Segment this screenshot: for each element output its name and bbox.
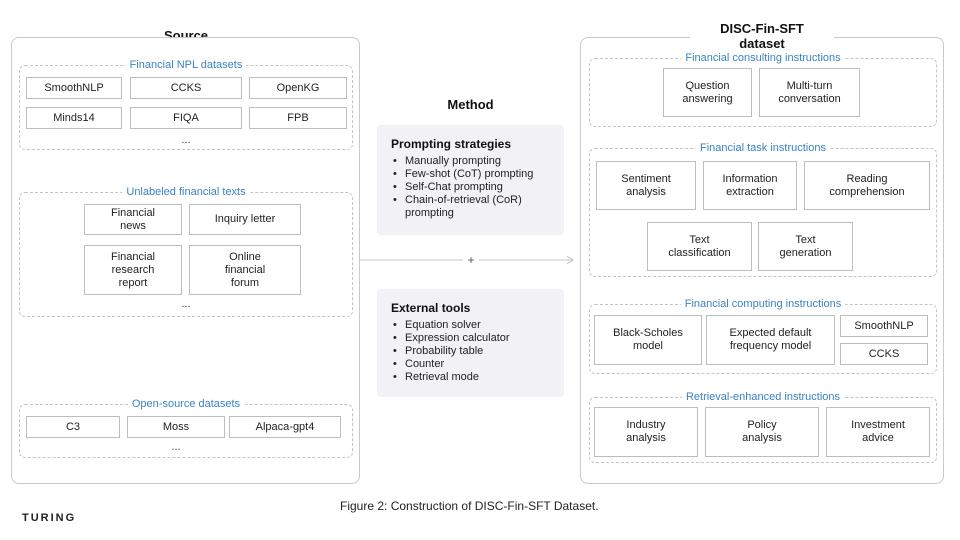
npl-datasets-group: Financial NPL datasets xyxy=(19,59,353,150)
dataset-item-black-scholes: Black-Scholes model xyxy=(594,315,702,365)
source-item-research-report: Financial research report xyxy=(84,245,182,295)
source-item-fiqa: FIQA xyxy=(130,107,242,129)
tool-item: Expression calculator xyxy=(391,332,550,345)
external-tools-title: External tools xyxy=(391,301,471,315)
unlabeled-texts-title: Unlabeled financial texts xyxy=(122,186,250,198)
dataset-title: DISC-Fin-SFT dataset xyxy=(690,21,834,51)
prompting-item: Few-shot (CoT) prompting xyxy=(391,168,550,181)
open-source-group: Open-source datasets xyxy=(19,398,353,458)
source-item-smoothnlp: SmoothNLP xyxy=(26,77,122,99)
dataset-item-multi-turn-conversation: Multi-turn conversation xyxy=(759,68,860,117)
retrieval-title: Retrieval-enhanced instructions xyxy=(681,391,845,403)
dataset-item-smoothnlp: SmoothNLP xyxy=(840,315,928,337)
prompting-strategies-title: Prompting strategies xyxy=(391,137,512,151)
open-source-more: ... xyxy=(171,441,181,453)
source-item-online-forum: Online financial forum xyxy=(189,245,301,295)
consulting-group: Financial consulting instructions xyxy=(589,52,937,127)
prompting-item: Manually prompting xyxy=(391,155,550,168)
figure-caption: Figure 2: Construction of DISC-Fin-SFT D… xyxy=(340,499,599,513)
dataset-item-information-extraction: Information extraction xyxy=(703,161,797,210)
external-tools-card: External tools Equation solver Expressio… xyxy=(377,289,564,397)
dataset-item-text-classification: Text classification xyxy=(647,222,752,271)
prompting-strategies-card: Prompting strategies Manually prompting … xyxy=(377,125,564,235)
prompting-strategies-list: Manually prompting Few-shot (CoT) prompt… xyxy=(391,155,550,220)
tool-item: Equation solver xyxy=(391,319,550,332)
source-item-financial-news: Financial news xyxy=(84,204,182,235)
source-item-minds14: Minds14 xyxy=(26,107,122,129)
dataset-item-industry-analysis: Industry analysis xyxy=(594,407,698,457)
prompting-item: Self-Chat prompting xyxy=(391,181,550,194)
dataset-item-policy-analysis: Policy analysis xyxy=(705,407,819,457)
plus-sign: + xyxy=(463,252,479,268)
npl-datasets-title: Financial NPL datasets xyxy=(125,59,247,71)
source-item-openkg: OpenKG xyxy=(249,77,347,99)
tool-item: Probability table xyxy=(391,345,550,358)
consulting-title: Financial consulting instructions xyxy=(681,52,845,64)
source-item-ccks: CCKS xyxy=(130,77,242,99)
source-item-moss: Moss xyxy=(127,416,225,438)
computing-group: Financial computing instructions xyxy=(589,298,937,374)
source-item-alpaca-gpt4: Alpaca-gpt4 xyxy=(229,416,341,438)
npl-more: ... xyxy=(181,134,191,146)
dataset-item-text-generation: Text generation xyxy=(758,222,853,271)
tool-item: Counter xyxy=(391,358,550,371)
dataset-item-ccks: CCKS xyxy=(840,343,928,365)
dataset-item-investment-advice: Investment advice xyxy=(826,407,930,457)
unlabeled-more: ... xyxy=(181,298,191,310)
dataset-item-sentiment-analysis: Sentiment analysis xyxy=(596,161,696,210)
flow-arrow-head xyxy=(566,255,574,265)
method-title: Method xyxy=(447,97,494,112)
dataset-item-question-answering: Question answering xyxy=(663,68,752,117)
prompting-item: Chain-of-retrieval (CoR) prompting xyxy=(391,194,550,220)
task-group: Financial task instructions xyxy=(589,142,937,277)
source-item-inquiry-letter: Inquiry letter xyxy=(189,204,301,235)
unlabeled-texts-group: Unlabeled financial texts xyxy=(19,186,353,317)
source-item-fpb: FPB xyxy=(249,107,347,129)
dataset-item-reading-comprehension: Reading comprehension xyxy=(804,161,930,210)
source-item-c3: C3 xyxy=(26,416,120,438)
open-source-title: Open-source datasets xyxy=(127,398,245,410)
task-title: Financial task instructions xyxy=(696,142,830,154)
computing-title: Financial computing instructions xyxy=(680,298,846,310)
turing-logo: TURING xyxy=(22,512,77,524)
external-tools-list: Equation solver Expression calculator Pr… xyxy=(391,319,550,384)
retrieval-group: Retrieval-enhanced instructions xyxy=(589,391,937,463)
tool-item: Retrieval mode xyxy=(391,371,550,384)
dataset-item-expected-default: Expected default frequency model xyxy=(706,315,835,365)
